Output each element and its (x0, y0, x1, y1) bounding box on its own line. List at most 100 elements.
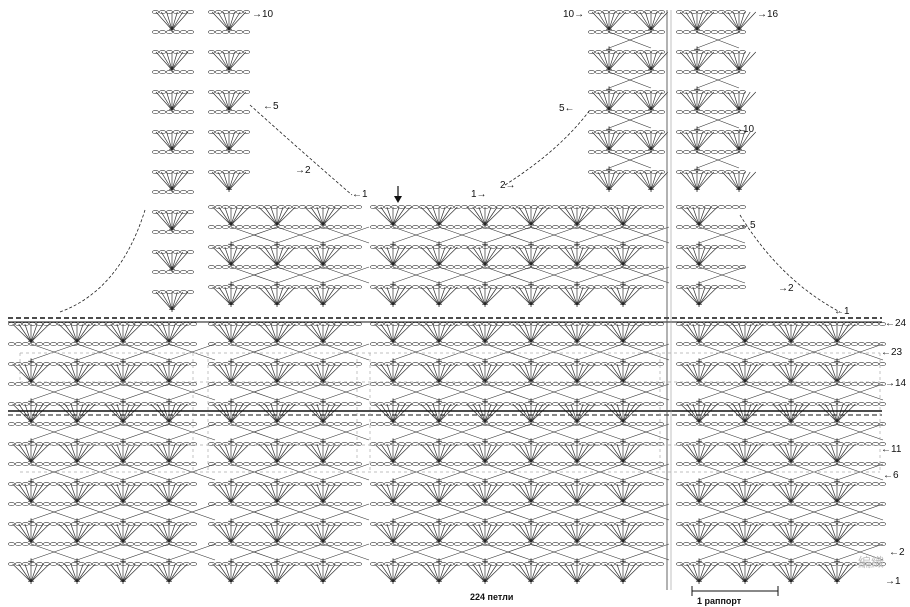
sc-symbol: + (165, 497, 173, 507)
shell-motif (12, 523, 50, 543)
shell-motif (818, 403, 856, 423)
shell-motif (212, 323, 250, 343)
sc-symbol: + (319, 337, 327, 347)
chain-diagonal (276, 226, 324, 244)
sc-symbol: + (389, 537, 397, 547)
chain-row (152, 150, 195, 154)
shell-motif (558, 523, 596, 543)
shell-motif (420, 483, 458, 503)
shell-motif (12, 323, 50, 343)
sc-symbol: + (319, 417, 327, 427)
chain-diagonal (608, 71, 652, 89)
shell-motif (155, 171, 189, 191)
chain-diagonal (276, 266, 324, 284)
sc-symbol: + (273, 537, 281, 547)
chain-row (587, 150, 665, 154)
shell-motif (512, 563, 550, 583)
sc-symbol: + (227, 280, 235, 290)
sc-symbol: + (168, 265, 176, 275)
sc-symbol: + (741, 497, 749, 507)
shell-motif (558, 286, 596, 306)
shell-motif (680, 206, 718, 226)
chain-diagonal (576, 226, 624, 244)
sc-symbol: + (741, 337, 749, 347)
chain-row (675, 130, 746, 134)
sc-symbol: + (319, 397, 327, 407)
chain-diagonal (322, 503, 370, 521)
shell-motif (150, 363, 188, 383)
shell-motif (721, 131, 757, 151)
chain-diagonal (230, 503, 278, 521)
sc-symbol: + (695, 220, 703, 230)
sc-symbol: + (735, 185, 743, 195)
sc-symbol: + (227, 537, 235, 547)
sc-symbol: + (73, 417, 81, 427)
shell-motif (726, 523, 764, 543)
shell-motif (558, 206, 596, 226)
chain-row (208, 482, 362, 486)
chain-diagonal (122, 383, 170, 401)
shell-motif (680, 246, 718, 266)
shell-motif (104, 323, 142, 343)
chain-row (208, 70, 251, 74)
shell-motif (680, 323, 718, 343)
sc-symbol: + (389, 260, 397, 270)
sc-symbol: + (695, 417, 703, 427)
chain-row (208, 150, 251, 154)
sc-symbol: + (319, 537, 327, 547)
sc-symbol: + (27, 377, 35, 387)
chain-diagonal (230, 423, 278, 441)
shell-motif (420, 563, 458, 583)
chain-row (369, 382, 664, 386)
sc-symbol: + (573, 357, 581, 367)
sc-symbol: + (389, 397, 397, 407)
sc-symbol: + (27, 557, 35, 567)
left-strap-label-1: ←1 (352, 189, 368, 200)
chain-row (675, 402, 886, 406)
chain-diagonal (622, 226, 670, 244)
shell-motif (212, 443, 250, 463)
shell-motif (604, 246, 642, 266)
sc-symbol: + (787, 417, 795, 427)
sc-symbol: + (435, 260, 443, 270)
shell-motif (466, 563, 504, 583)
sc-symbol: + (735, 65, 743, 75)
shell-motif (12, 403, 50, 423)
shell-motif (58, 563, 96, 583)
chain-diagonal (322, 226, 370, 244)
chain-diagonal (698, 503, 746, 521)
chain-diagonal (168, 543, 216, 561)
sc-symbol: + (319, 577, 327, 587)
sc-symbol: + (573, 537, 581, 547)
chain-diagonal (790, 383, 838, 401)
chain-row (369, 522, 664, 526)
sc-symbol: + (119, 537, 127, 547)
shell-motif (604, 563, 642, 583)
sc-symbol: + (573, 437, 581, 447)
shell-motif (212, 286, 250, 306)
shell-motif (466, 323, 504, 343)
shell-motif (212, 246, 250, 266)
shell-motif (420, 403, 458, 423)
sc-symbol: + (527, 577, 535, 587)
sc-symbol: + (168, 65, 176, 75)
shell-motif (558, 563, 596, 583)
sc-symbol: + (225, 185, 233, 195)
sc-symbol: + (619, 240, 627, 250)
sc-symbol: + (273, 517, 281, 527)
sc-symbol: + (27, 457, 35, 467)
shell-motif (420, 323, 458, 343)
sc-symbol: + (389, 337, 397, 347)
shell-motif (772, 523, 810, 543)
shell-motif (58, 523, 96, 543)
shell-motif (304, 563, 342, 583)
shell-motif (258, 483, 296, 503)
shell-motif (155, 51, 189, 71)
chain-diagonal (484, 543, 532, 561)
chain-diagonal (438, 503, 486, 521)
chain-diagonal (438, 543, 486, 561)
sc-symbol: + (273, 577, 281, 587)
chain-diagonal (168, 343, 216, 361)
shell-motif (374, 323, 412, 343)
sc-symbol: + (73, 457, 81, 467)
